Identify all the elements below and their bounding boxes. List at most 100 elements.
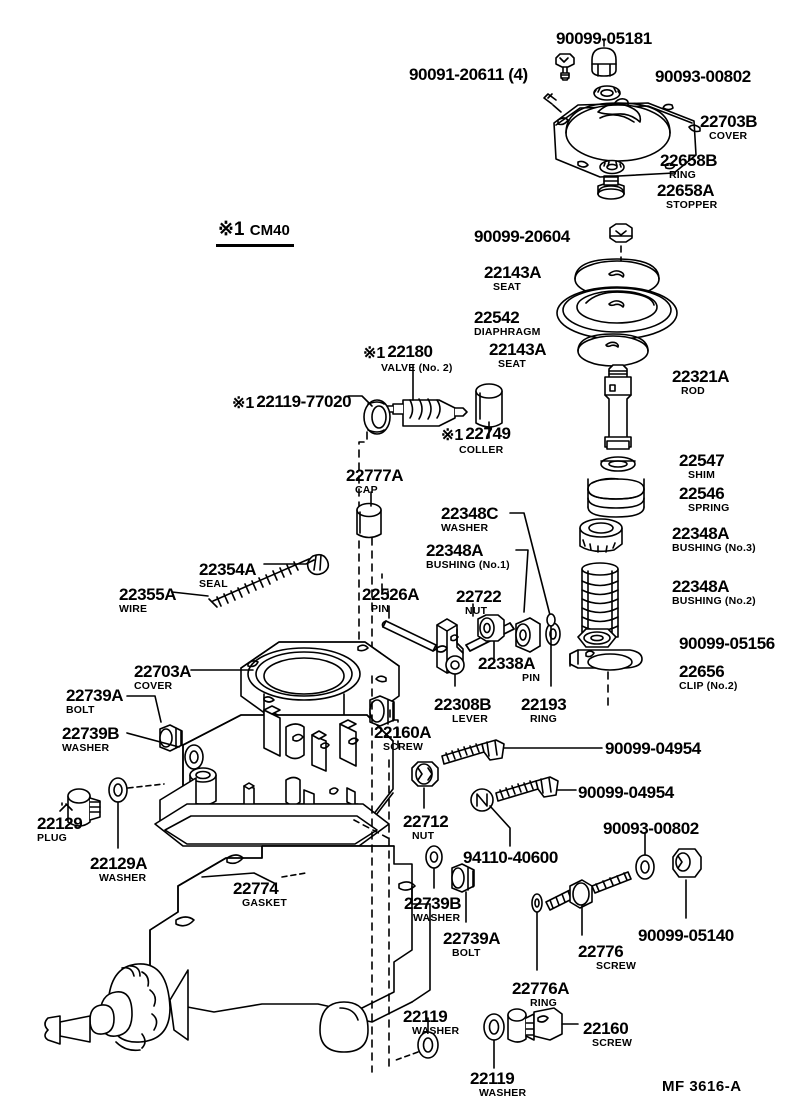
part-22739A-bolt-left	[159, 724, 183, 752]
part-22739B-washer-bottom	[425, 845, 443, 869]
part-name: CAP	[355, 484, 378, 496]
part-label-90099-05140: 90099-05140	[638, 927, 734, 944]
part-name: RING	[669, 169, 697, 181]
part-90099-05181-nut	[591, 47, 617, 77]
part-90099-20604-nut	[609, 223, 633, 243]
part-number: 22338A	[478, 654, 536, 673]
part-number: 22348A	[672, 524, 730, 543]
part-name: BUSHING (No.2)	[672, 595, 756, 607]
part-number: 90099-20604	[474, 227, 570, 246]
part-number: 22749	[465, 424, 511, 443]
part-name: WASHER	[479, 1087, 527, 1099]
part-name: ROD	[681, 385, 705, 397]
part-number: 22739B	[404, 894, 462, 913]
part-label-90099-05181: 90099-05181	[556, 30, 652, 47]
part-name: COVER	[134, 680, 173, 692]
asterisk-icon: ※1	[441, 427, 464, 444]
part-name: VALVE (No. 2)	[381, 362, 453, 374]
part-number: 22119	[403, 1007, 448, 1026]
part-number: 22129A	[90, 854, 148, 873]
part-22776-screw	[545, 871, 632, 911]
part-number: 90091-20611 (4)	[409, 65, 528, 84]
part-22348A-bushing-no2	[581, 562, 619, 638]
part-number: 22739A	[66, 686, 124, 705]
part-name: NUT	[412, 830, 435, 842]
part-number: 22308B	[434, 695, 492, 714]
part-22180-valve-no2	[378, 398, 468, 427]
part-label-90093-00802: 90093-00802	[655, 68, 751, 85]
part-number: 22348A	[426, 541, 484, 560]
part-90099-04954-bolt-2	[495, 776, 559, 802]
part-number: 22119	[470, 1069, 515, 1088]
part-name: COLLER	[459, 444, 504, 456]
part-22739B-washer-left	[184, 744, 204, 770]
part-label-90099-04954: 90099-04954	[578, 784, 674, 801]
part-22355A-wire	[208, 558, 310, 608]
part-name: GASKET	[242, 897, 287, 909]
part-22308B-lever	[436, 618, 465, 675]
part-22547-shim	[600, 456, 636, 472]
part-name: RING	[530, 997, 558, 1009]
part-label-90099-20604: 90099-20604	[474, 228, 570, 245]
part-number: 90099-04954	[578, 783, 674, 802]
part-label-90099-05156: 90099-05156	[679, 635, 775, 652]
part-name: PLUG	[37, 832, 67, 844]
part-number: 22777A	[346, 466, 404, 485]
part-22129-plug	[67, 788, 101, 827]
asterisk-icon: ※	[218, 219, 234, 240]
part-name: NUT	[465, 605, 488, 617]
part-name: WASHER	[413, 912, 461, 924]
part-22722-nut	[477, 614, 505, 642]
part-name: WASHER	[99, 872, 147, 884]
part-name: PIN	[522, 672, 541, 684]
part-22526A-pin	[381, 620, 438, 652]
part-name: SEAT	[493, 281, 522, 293]
part-number: 22658B	[660, 151, 718, 170]
part-label-90093-00802: 90093-00802	[603, 820, 699, 837]
part-90099-05140-nut	[672, 848, 702, 878]
part-number: 22354A	[199, 560, 257, 579]
part-name: WASHER	[412, 1025, 460, 1037]
part-number: 22348A	[672, 577, 730, 596]
part-22546-spring	[587, 477, 645, 518]
part-22119-washer-left	[417, 1031, 439, 1059]
part-90093-00802-washer-bottom	[635, 854, 655, 880]
part-22542-diaphragm	[556, 286, 678, 340]
part-22749-coller	[475, 383, 503, 428]
part-name: SHIM	[688, 469, 716, 481]
part-name: BUSHING (No.1)	[426, 559, 510, 571]
part-name: SEAT	[498, 358, 527, 370]
part-label-90099-04954: 90099-04954	[605, 740, 701, 757]
part-number: 22160	[583, 1019, 629, 1038]
part-90099-04954-bolt-1	[441, 739, 505, 765]
part-number: 22143A	[489, 340, 547, 359]
part-22777A-cap	[356, 502, 382, 539]
part-number: 90093-00802	[603, 819, 699, 838]
part-22354A-seal	[306, 553, 330, 576]
sheet-code: MF 3616-A	[662, 1078, 742, 1095]
part-number: 22129	[37, 814, 83, 833]
part-22656-clip-no2	[569, 649, 643, 671]
asterisk-icon: ※1	[232, 395, 255, 412]
